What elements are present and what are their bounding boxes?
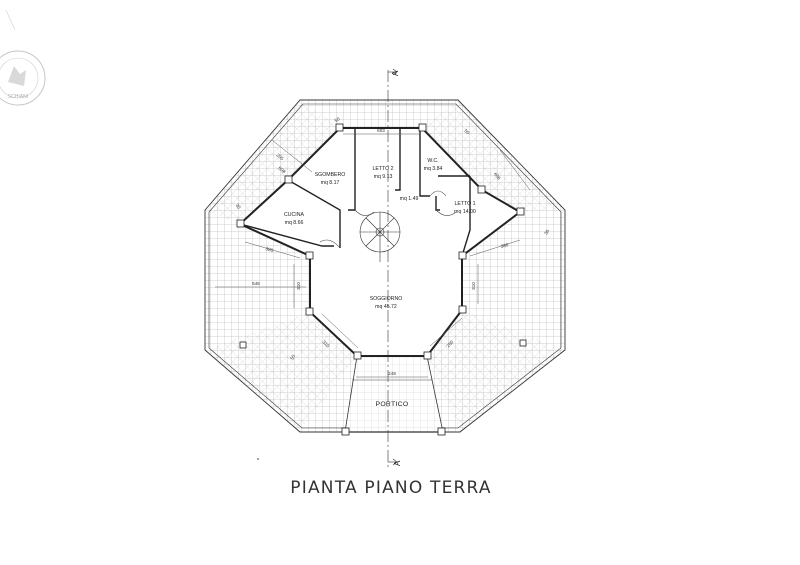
- dim-left-wall: 310: [296, 282, 301, 290]
- room-label-cucina: CUCINA: [284, 212, 304, 218]
- dim-top-left-corner: 50: [334, 116, 341, 123]
- room-label-soggiorno: SOGGIORNO: [370, 296, 403, 302]
- terrace-parapet: [208, 103, 562, 429]
- dim-left-side: 30: [235, 203, 242, 210]
- dim-left-width: 548: [252, 281, 260, 286]
- room-label-portico: PORTICO: [376, 401, 409, 408]
- dim-left-diagonal: 380: [265, 246, 274, 253]
- section-line: [387, 68, 398, 470]
- drawing-title: PIANTA PIANO TERRA: [290, 478, 492, 498]
- room-label-sgombero: SGOMBERO: [315, 172, 346, 178]
- room-area-letto-1: mq 14.00: [454, 209, 476, 215]
- dim-upper-left: 205: [275, 152, 284, 161]
- dimension-lines: [215, 133, 531, 378]
- stamp-text: SCHIANI: [8, 94, 28, 100]
- stamp-emblem-icon: [8, 66, 26, 86]
- room-area-soggiorno: mq 45.72: [375, 304, 397, 310]
- room-label-letto-1: LETTO 1: [455, 201, 476, 207]
- room-area-letto-2: mq 9.13: [374, 174, 393, 180]
- dim-upper-right-inner: 608: [493, 172, 502, 181]
- room-area-wc: mq 3.84: [424, 166, 443, 172]
- dim-lower-left-corner: 50: [289, 353, 296, 360]
- dim-right-side: 30: [543, 228, 550, 235]
- terrace-paving-se: [427, 310, 565, 432]
- svg-text:A: A: [391, 70, 400, 76]
- dim-upper-left-inner: 608: [277, 165, 286, 174]
- section-mark-top: A: [391, 70, 400, 76]
- dim-lower-right: 260: [445, 339, 454, 348]
- dim-right-wall: 310: [471, 282, 476, 290]
- room-label-wc: W.C.: [427, 158, 438, 164]
- dim-top: 603: [377, 128, 385, 133]
- dim-bottom: 249: [388, 371, 396, 376]
- room-area-cucina: mq 8.66: [285, 220, 304, 226]
- spiral-staircase: [359, 211, 401, 262]
- door-swings: [319, 190, 457, 249]
- hall-area: mq 1.49: [400, 196, 419, 202]
- section-mark-bottom: A: [393, 460, 402, 466]
- room-area-sgombero: mq 8.17: [321, 180, 340, 186]
- svg-text:A: A: [393, 460, 402, 466]
- dim-lower-left: 310: [322, 339, 331, 348]
- dim-right-diagonal: 380: [500, 242, 509, 249]
- terrace-paving-nw: [205, 100, 340, 224]
- dim-top-right-corner: 50: [463, 128, 470, 135]
- room-label-letto-2: LETTO 2: [373, 166, 394, 172]
- stamp: [0, 9, 46, 106]
- columns: [236, 123, 527, 436]
- terrace-paving-ne: [422, 100, 565, 212]
